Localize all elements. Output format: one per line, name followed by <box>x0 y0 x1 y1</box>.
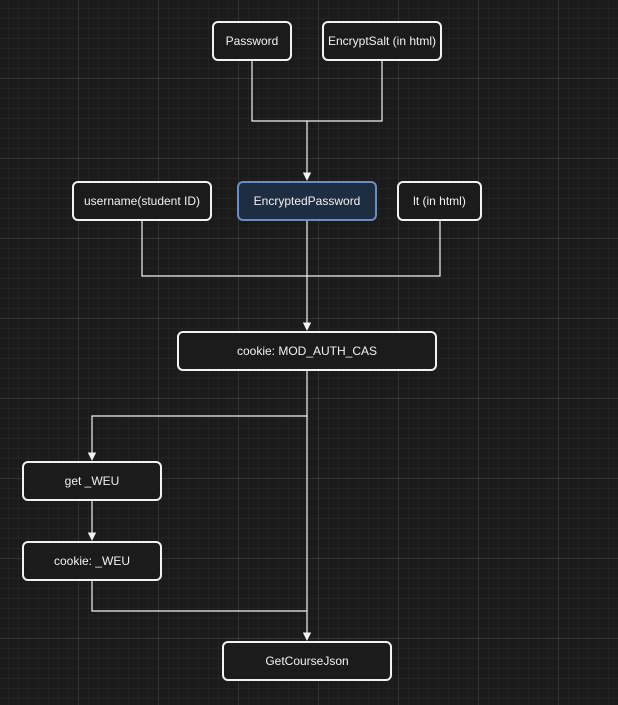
node-cookie-weu[interactable]: cookie: _WEU <box>22 541 162 581</box>
node-lt[interactable]: lt (in html) <box>397 181 482 221</box>
edge-username-cookie-cas <box>141 221 307 277</box>
node-get-course-json[interactable]: GetCourseJson <box>222 641 392 681</box>
node-username[interactable]: username(student ID) <box>72 181 212 221</box>
node-encrypt-salt[interactable]: EncryptSalt (in html) <box>322 21 442 61</box>
node-get-weu[interactable]: get _WEU <box>22 461 162 501</box>
edge-lt-cookie-cas <box>307 221 441 277</box>
edge-password-encryptedpassword <box>251 61 307 122</box>
edge-cookie-cas-get-weu <box>87 371 308 461</box>
node-cookie-mod-auth-cas[interactable]: cookie: MOD_AUTH_CAS <box>177 331 437 371</box>
node-encrypted-password[interactable]: EncryptedPassword <box>237 181 377 221</box>
node-password[interactable]: Password <box>212 21 292 61</box>
edge-cookie-weu-getcourse <box>91 581 307 612</box>
edge-encryptsalt-encryptedpassword <box>302 61 383 181</box>
